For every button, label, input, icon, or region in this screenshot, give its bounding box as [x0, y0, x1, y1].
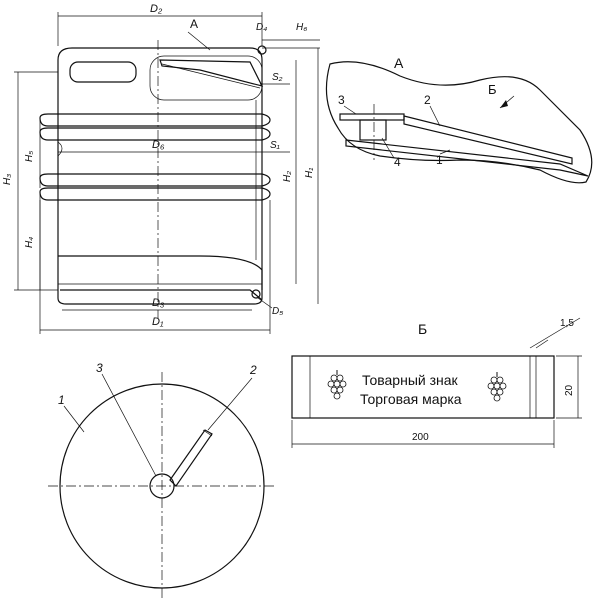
detail-A-callout-2: 2 — [424, 93, 431, 107]
keg-upper-hoop-1 — [39, 113, 271, 127]
plate-B-text-line2: Торговая марка — [360, 391, 462, 407]
keg-bottom-dish — [58, 255, 263, 290]
top-view: 1 3 2 — [48, 361, 276, 598]
top-view-radial-plate — [169, 429, 213, 487]
detail-A-arrow-label: Б — [488, 82, 497, 97]
keg-plate-line — [161, 63, 261, 89]
top-view-callout-1: 1 — [58, 393, 65, 407]
top-view-leader-3 — [101, 373, 157, 477]
keg-inner-plate — [159, 59, 264, 87]
detail-A-view: A Б 3 2 4 1 — [325, 55, 593, 184]
dim-1-5-tick — [535, 339, 549, 349]
top-view-callout-3: 3 — [96, 361, 103, 375]
detail-A-callout-1: 1 — [436, 153, 443, 167]
dim-d5-leader — [257, 297, 273, 309]
keg-bottom-skirt — [60, 289, 263, 301]
detail-A-leader-2 — [429, 105, 441, 127]
dim-label-d2: D₂ — [150, 3, 163, 15]
detail-marker-leader — [187, 31, 211, 51]
plate-B-view: Б Товарный знак Тор — [291, 317, 582, 448]
detail-A-leader-3 — [343, 105, 357, 115]
keg-lower-hoop-2 — [39, 187, 271, 201]
detail-A-callout-4: 4 — [394, 155, 401, 169]
keg-lower-hoop-1 — [39, 173, 271, 187]
detail-A-callout-3: 3 — [338, 93, 345, 107]
keg-upper-hoop-2 — [39, 127, 271, 141]
detail-A-keg-wall — [345, 139, 589, 177]
dim-label-d6: D₆ — [152, 139, 165, 151]
detail-A-arrowhead — [500, 100, 508, 108]
plate-B-outline — [291, 355, 555, 419]
dim-label-20: 20 — [564, 384, 575, 396]
dim-label-h1: H₁ — [304, 168, 315, 178]
detail-A-cap-plate — [339, 113, 405, 121]
dim-label-200: 200 — [412, 432, 429, 443]
keg-inner-mark — [57, 141, 63, 157]
dim-label-d3: D₃ — [152, 297, 165, 309]
top-view-leader-2 — [207, 377, 253, 431]
grape-icon-right — [487, 372, 507, 402]
dim-label-1-5: 1,5 — [560, 318, 574, 329]
grape-icon-left — [327, 370, 347, 400]
dim-label-h5: H₅ — [24, 151, 35, 162]
top-view-callout-2: 2 — [249, 363, 257, 377]
detail-A-inclined-plate — [403, 115, 573, 165]
plate-B-title: Б — [418, 321, 427, 337]
dim-label-h6: H₆ — [296, 22, 307, 33]
dim-label-h4: H₄ — [24, 237, 35, 248]
detail-marker-A: A — [190, 17, 198, 31]
dim-label-h2: H₂ — [282, 171, 293, 182]
dim-label-h3: H₃ — [2, 174, 13, 185]
detail-A-title: A — [394, 55, 404, 71]
top-view-plate-end — [202, 429, 213, 437]
detail-A-break-outline — [325, 61, 593, 184]
keg-bottom-fitting — [251, 289, 261, 299]
keg-body-outline — [57, 47, 263, 305]
dim-label-d5: D₅ — [272, 306, 283, 317]
dim-label-d4: D₄ — [256, 22, 267, 33]
dim-label-s1: S₁ — [270, 140, 280, 151]
keg-top-fitting — [257, 45, 267, 55]
detail-A-leader-4 — [381, 137, 395, 159]
plate-B-text-line1: Товарный знак — [362, 372, 459, 388]
dim-1-5-leader — [529, 317, 581, 349]
keg-front-view: D₂ A D₄ H₆ S₂ D₆ S₁ H₃ H₅ H₄ H₂ — [2, 3, 320, 334]
keg-handle-slot-left — [69, 61, 137, 83]
detail-A-fitting — [359, 119, 387, 141]
dim-label-d1: D₁ — [152, 316, 164, 328]
dim-label-s2: S₂ — [272, 72, 283, 83]
detail-A-leader-1 — [439, 149, 451, 155]
top-view-leader-1 — [63, 405, 85, 433]
keg-handle-region-A — [149, 55, 263, 101]
